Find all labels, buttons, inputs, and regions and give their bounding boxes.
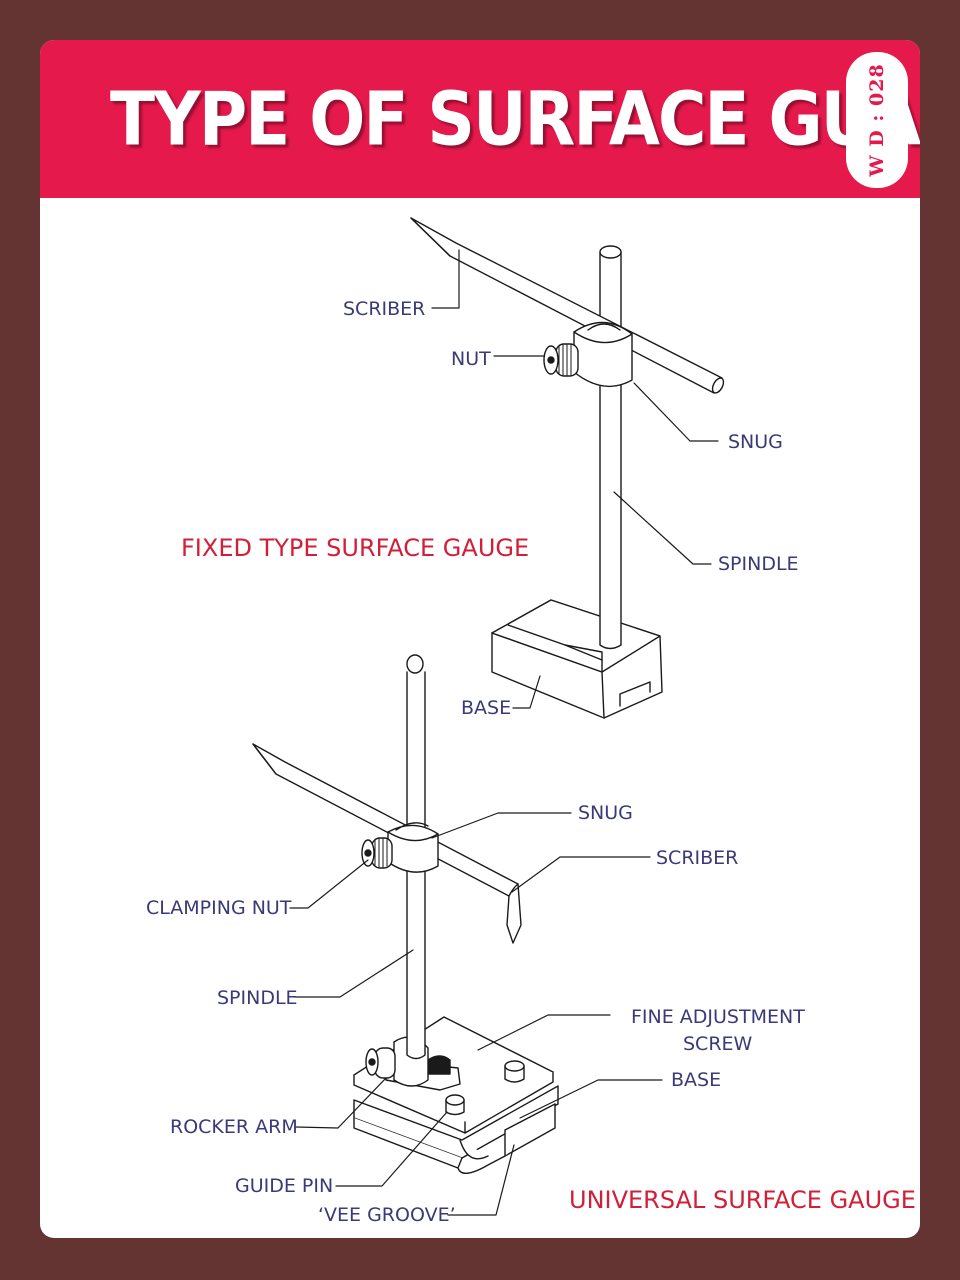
code-badge: W D : 028 — [846, 52, 908, 188]
caption-universal-gauge: UNIVERSAL SURFACE GAUGE — [569, 1186, 916, 1214]
label-fixed-scriber: SCRIBER — [343, 298, 426, 320]
label-universal-spindle: SPINDLE — [217, 987, 298, 1009]
label-universal-snug: SNUG — [578, 802, 633, 824]
fixed-gauge-spindle — [599, 245, 622, 650]
label-universal-base: BASE — [671, 1069, 722, 1091]
fixed-gauge-leaders — [431, 249, 719, 709]
universal-gauge-base — [353, 1085, 559, 1174]
fixed-gauge-snug — [573, 321, 633, 388]
label-fine-adjustment: FINE ADJUSTMENT — [631, 1006, 805, 1028]
universal-gauge-illustration — [252, 654, 559, 1174]
universal-gauge-snug — [387, 822, 439, 873]
fixed-gauge-illustration — [410, 217, 725, 719]
universal-gauge-scriber — [252, 743, 522, 944]
label-vee-groove: ‘VEE GROOVE’ — [318, 1204, 456, 1226]
universal-gauge-guide-pin — [445, 1094, 465, 1116]
label-rocker-arm: ROCKER ARM — [170, 1116, 298, 1138]
fixed-gauge-base — [491, 599, 663, 719]
header-banner: TYPE OF SURFACE GUAGE W D : 028 — [40, 40, 920, 198]
label-fixed-nut: NUT — [451, 348, 491, 370]
universal-gauge-clamping-nut — [361, 837, 393, 869]
label-fixed-spindle: SPINDLE — [718, 553, 799, 575]
fixed-gauge-scriber — [410, 217, 725, 394]
fixed-gauge-nut — [543, 343, 579, 377]
label-fixed-base: BASE — [461, 697, 512, 719]
label-fixed-snug: SNUG — [728, 431, 783, 453]
label-fine-adjustment-screw: SCREW — [683, 1033, 753, 1055]
label-clamping-nut: CLAMPING NUT — [146, 897, 292, 919]
label-universal-scriber: SCRIBER — [656, 847, 739, 869]
label-guide-pin: GUIDE PIN — [235, 1175, 334, 1197]
caption-fixed-gauge: FIXED TYPE SURFACE GAUGE — [181, 534, 530, 562]
universal-gauge-leaders — [289, 812, 663, 1216]
page-title: TYPE OF SURFACE GUAGE — [110, 76, 920, 163]
universal-gauge-adjustment-screw — [504, 1060, 525, 1083]
